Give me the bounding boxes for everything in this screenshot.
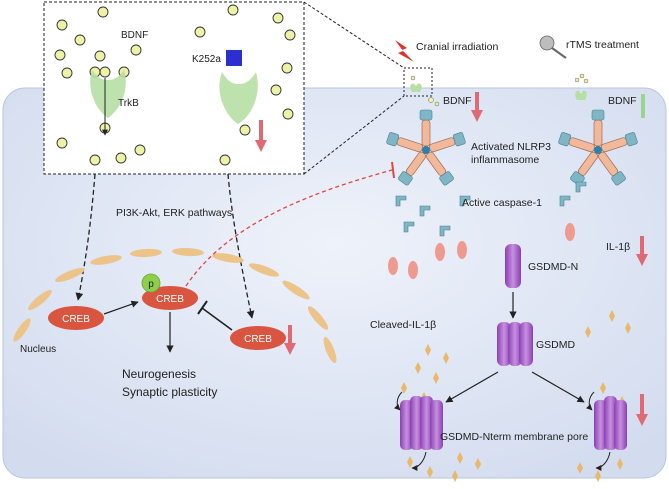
- nlrp3-label-line1: Activated NLRP3: [471, 141, 551, 153]
- pathways-label: PI3K-Akt, ERK pathways: [116, 207, 232, 219]
- phospho-badge-label: p: [148, 279, 154, 290]
- pore-label: GSDMD-Nterm membrane pore: [440, 431, 588, 443]
- bdnf-right-label: BDNF: [608, 95, 637, 107]
- trkb-receptor: [90, 66, 126, 136]
- down-arrow-bdnf-mid: [471, 92, 483, 122]
- il1b-label: IL-1β: [606, 241, 630, 253]
- nlrp3-label-line2: inflammasome: [471, 154, 539, 166]
- cell-membrane: [2, 87, 667, 479]
- inhibit-bar: [197, 300, 208, 315]
- k252a-label: K252a: [192, 54, 221, 65]
- inhibit-creb-right: [201, 307, 233, 331]
- creb-left: CREB: [48, 306, 104, 330]
- inset-box: [43, 1, 305, 175]
- creb-left-label: CREB: [62, 314, 90, 325]
- caspase-label: Active caspase-1: [462, 197, 542, 209]
- inhibit-nlrp3-bar: [391, 161, 395, 179]
- neuron-sprout-right: [574, 73, 589, 100]
- zoom-line-bottom: [303, 95, 405, 175]
- k252a-square: [226, 50, 242, 66]
- up-arrow-bdnf-right: [641, 94, 645, 118]
- membrane-pore-left: [394, 391, 443, 471]
- membrane-pore-right: [586, 391, 627, 471]
- gsdmd-n-label: GSDMD-N: [528, 261, 578, 273]
- dashed-arrow-right: [227, 173, 255, 319]
- lightning-icon: [395, 40, 414, 62]
- down-arrow-pore: [636, 394, 648, 426]
- creb-phospho: CREB p: [141, 273, 198, 310]
- phospho-badge: [141, 273, 161, 293]
- cranial-label: Cranial irradiation: [416, 41, 498, 53]
- neuron-sprout-mid: [410, 75, 440, 107]
- nucleus-envelope: [13, 247, 337, 364]
- creb-phospho-label: CREB: [156, 294, 184, 305]
- cleaved-il1b-label: Cleaved-IL-1β: [370, 319, 436, 331]
- zoom-source-box: [403, 67, 433, 97]
- dashed-arrow-left: [75, 173, 96, 301]
- arrow-to-pore-left: [445, 371, 499, 403]
- gsdmd-complex: [497, 322, 533, 366]
- zoom-line-top: [303, 1, 405, 69]
- il1b-drops: [388, 223, 575, 279]
- rtms-label: rTMS treatment: [566, 39, 639, 51]
- creb-right-label: CREB: [244, 334, 272, 345]
- down-arrow-creb: [284, 325, 296, 355]
- creb-right: CREB: [230, 326, 286, 350]
- bdnf-inset-label: BDNF: [121, 30, 148, 41]
- gsdmd-n-protein: [505, 244, 521, 288]
- inhibit-nlrp3-dashed: [185, 169, 393, 287]
- down-arrow-inset: [255, 120, 267, 152]
- nucleus-label: Nucleus: [20, 344, 56, 355]
- rtms-coil-icon: [539, 35, 567, 59]
- synaptic-label: Synaptic plasticity: [122, 385, 217, 399]
- arrow-to-pore-right: [531, 371, 585, 403]
- nlrp3-inflammasome-left: [386, 109, 466, 186]
- trkb-blocked-receptor: [219, 50, 258, 124]
- arrow-creb-to-pcreb: [103, 300, 139, 315]
- gsdmd-label: GSDMD: [536, 339, 576, 351]
- neurogenesis-label: Neurogenesis: [122, 367, 196, 381]
- down-arrow-il1b: [636, 236, 648, 266]
- trkb-label: TrkB: [118, 98, 139, 109]
- bdnf-mid-label: BDNF: [443, 95, 472, 107]
- caspase-pieces: [395, 181, 587, 237]
